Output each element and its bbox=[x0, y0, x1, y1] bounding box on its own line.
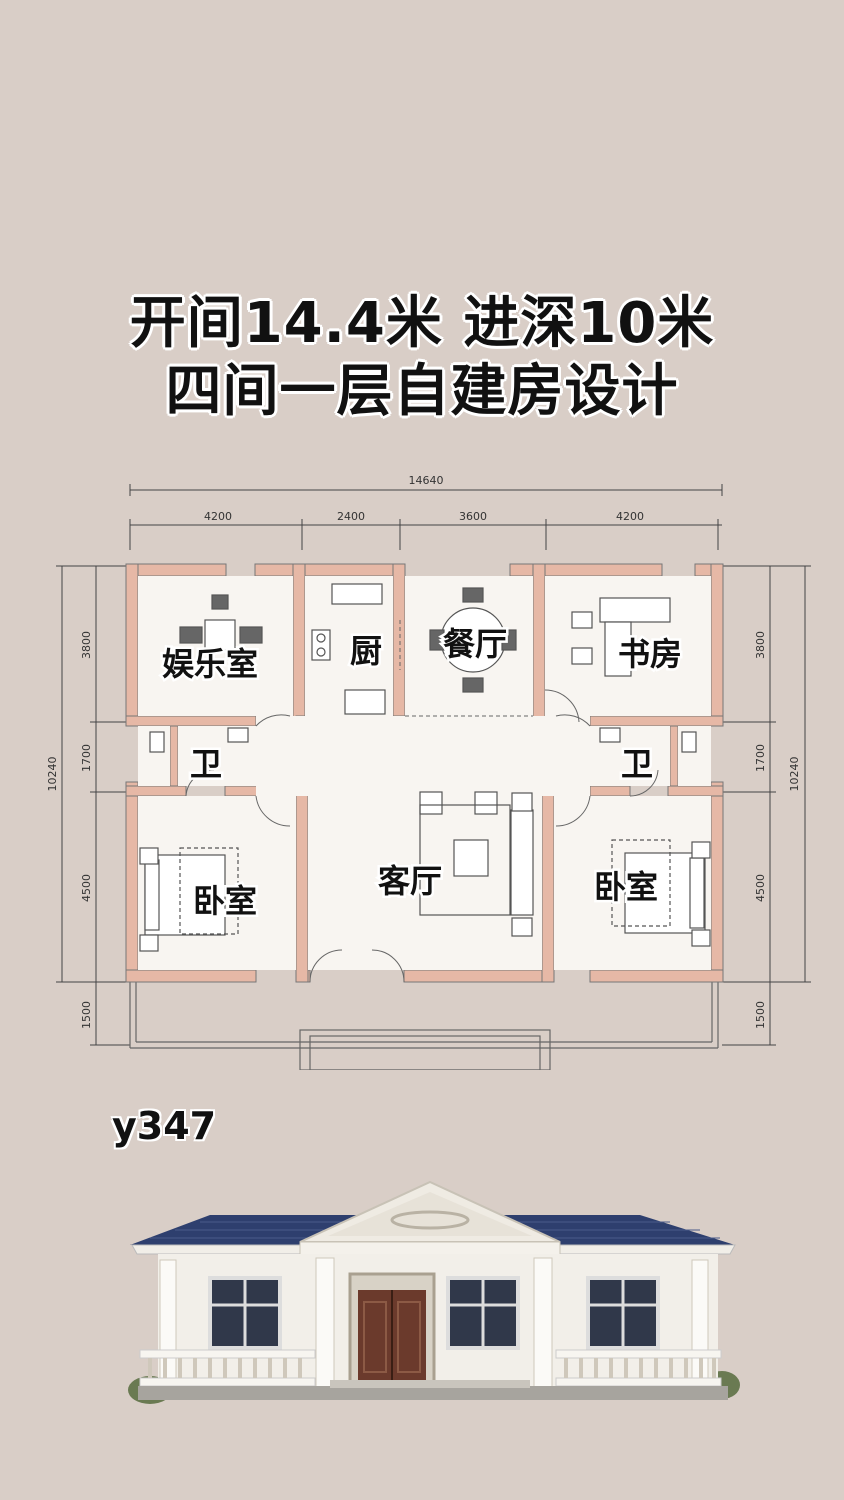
dim-right-total: 10240 bbox=[788, 757, 801, 792]
dim-top-3: 3600 bbox=[459, 510, 487, 523]
title-line-2: 四间一层自建房设计 bbox=[165, 359, 679, 424]
room-label-bedroom-right: 卧室 bbox=[594, 868, 658, 906]
balustrade bbox=[139, 1349, 722, 1387]
dim-right-3: 4500 bbox=[754, 874, 767, 902]
room-label-dining: 餐厅 bbox=[443, 625, 507, 663]
dim-right-1: 3800 bbox=[754, 631, 767, 659]
house-exterior-rendering bbox=[128, 1180, 740, 1404]
room-label-bath-left: 卫 bbox=[190, 745, 222, 783]
top-dimension-lines bbox=[129, 484, 723, 550]
pediment-inner bbox=[328, 1192, 532, 1236]
dim-left-4: 1500 bbox=[80, 1001, 93, 1029]
furniture bbox=[139, 583, 711, 952]
entablature bbox=[299, 1241, 561, 1257]
room-label-bath-right: 卫 bbox=[621, 745, 653, 783]
room-label-kitchen: 厨 bbox=[350, 632, 382, 670]
dim-left-1: 3800 bbox=[80, 631, 93, 659]
dim-right-4: 1500 bbox=[754, 1001, 767, 1029]
door-swings bbox=[185, 620, 659, 983]
dim-left-3: 4500 bbox=[80, 874, 93, 902]
dim-top-4: 4200 bbox=[616, 510, 644, 523]
title-line-1: 开间14.4米 进深10米 bbox=[129, 291, 715, 356]
foundation bbox=[138, 1386, 728, 1400]
room-label-entertainment: 娱乐室 bbox=[162, 645, 258, 683]
floor-plan: 14640 4200 2400 3600 4200 10240 3800 170… bbox=[46, 474, 811, 1070]
porch-outline bbox=[129, 982, 719, 1070]
dim-right-2: 1700 bbox=[754, 744, 767, 772]
windows bbox=[208, 1276, 660, 1350]
room-label-study: 书房 bbox=[618, 635, 682, 673]
dim-total-width: 14640 bbox=[409, 474, 444, 487]
dim-left-2: 1700 bbox=[80, 744, 93, 772]
right-dimension-lines bbox=[722, 565, 811, 1046]
design-code: y347 bbox=[112, 1104, 217, 1148]
dim-top-1: 4200 bbox=[204, 510, 232, 523]
left-dimension-lines bbox=[56, 565, 130, 1046]
entry-step bbox=[330, 1380, 530, 1388]
pediment-ornament bbox=[390, 1210, 470, 1230]
room-label-living: 客厅 bbox=[378, 862, 442, 900]
dim-top-2: 2400 bbox=[337, 510, 365, 523]
room-label-bedroom-left: 卧室 bbox=[193, 882, 257, 920]
dim-left-total: 10240 bbox=[46, 757, 59, 792]
